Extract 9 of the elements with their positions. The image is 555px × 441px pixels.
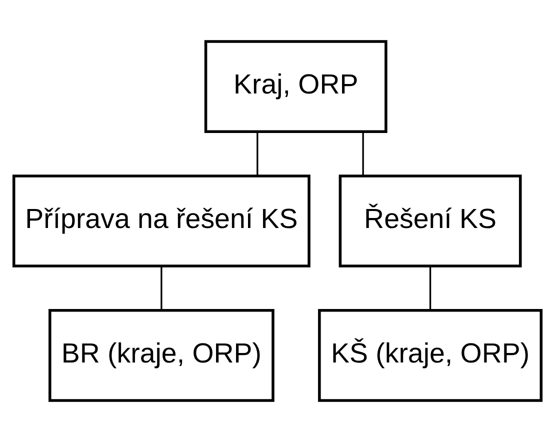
connector [429,266,432,310]
node-box: BR (kraje, ORP) [48,308,274,402]
node-box: Příprava na řešení KS [12,174,310,267]
connector [160,266,162,310]
connector [362,131,364,176]
node-box: Řešení KS [338,174,522,267]
node-box: Kraj, ORP [204,40,388,132]
node-box: KŠ (kraje, ORP) [318,308,543,402]
connector [256,131,258,176]
